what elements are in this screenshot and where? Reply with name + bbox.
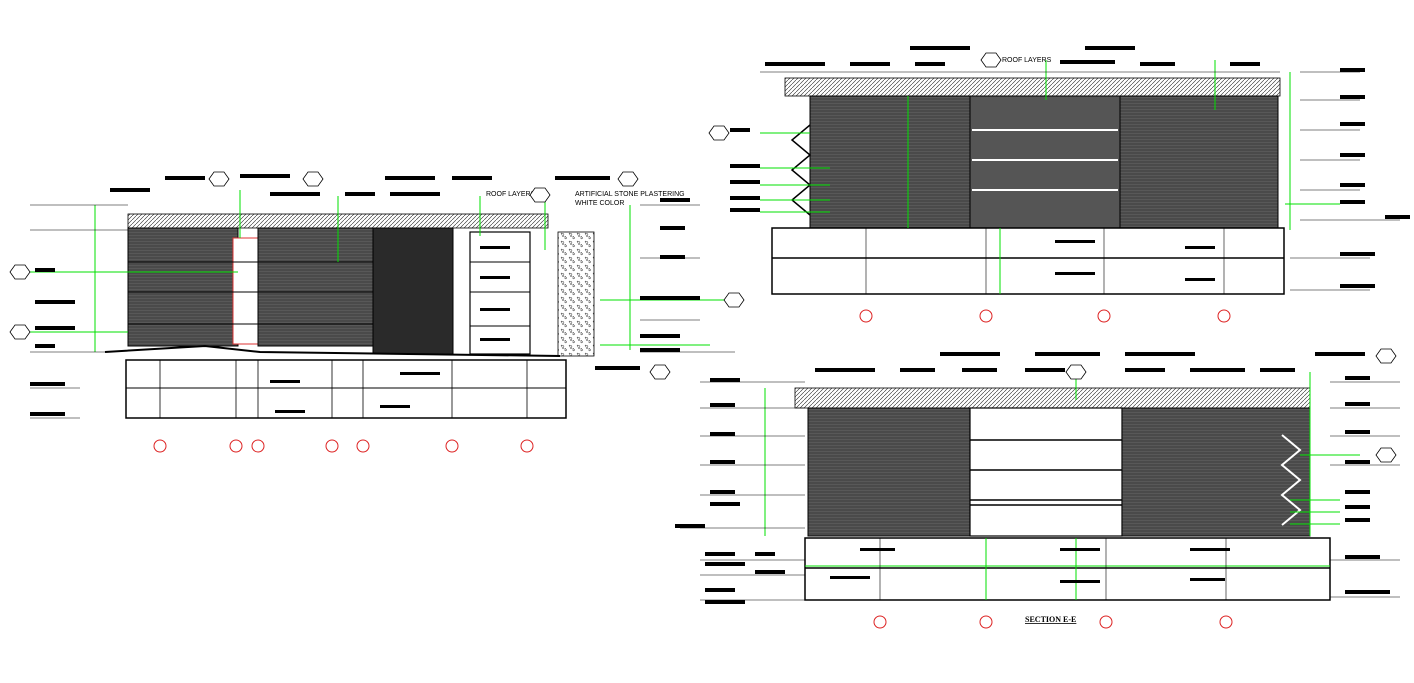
artificial-stone-label-line1: ARTIFICIAL STONE PLASTERING — [575, 191, 685, 198]
br-center-section — [969, 407, 1123, 537]
tr-basement — [771, 227, 1285, 295]
roof-layers-label-right: ROOF LAYERS — [1002, 57, 1052, 64]
tr-glazing-right — [1119, 95, 1279, 229]
grid-bubble-icon — [153, 439, 534, 453]
tr-roof-parapet — [784, 77, 1281, 97]
bottom-right-section-drawing: SECTION E-E — [675, 348, 1400, 629]
left-dark-core — [372, 227, 454, 355]
tr-zigzag-stair — [790, 124, 812, 216]
grid-bubble-icon — [873, 615, 1233, 629]
left-section-rooms — [469, 231, 531, 355]
stone-cladding-panel — [557, 231, 595, 357]
tr-glazing-left — [809, 95, 971, 229]
section-marker-hexagon-icon — [9, 171, 745, 380]
artificial-stone-label-line2: WHITE COLOR — [575, 200, 624, 207]
tr-center-atrium — [969, 95, 1121, 229]
br-glazing-right — [1121, 407, 1311, 537]
br-basement — [804, 537, 1331, 601]
section-marker-hexagon-icon — [708, 52, 1002, 141]
br-roof-parapet — [794, 387, 1311, 409]
left-glazed-facade-2 — [257, 227, 374, 347]
section-title: SECTION E-E — [1025, 615, 1076, 624]
left-basement — [125, 359, 567, 419]
br-zigzag-stair — [1280, 434, 1302, 526]
left-section-drawing: ROOF LAYERS ARTIFICIAL STONE PLASTERING … — [9, 171, 745, 453]
section-marker-hexagon-icon — [1065, 348, 1397, 463]
left-glazed-facade — [127, 227, 239, 347]
left-stair-core — [232, 237, 259, 345]
top-right-section-drawing: ROOF LAYERS — [708, 46, 1410, 323]
br-glazing-left — [807, 407, 971, 537]
roof-layers-label-left: ROOF LAYERS — [486, 191, 536, 198]
grid-bubble-icon — [859, 309, 1231, 323]
